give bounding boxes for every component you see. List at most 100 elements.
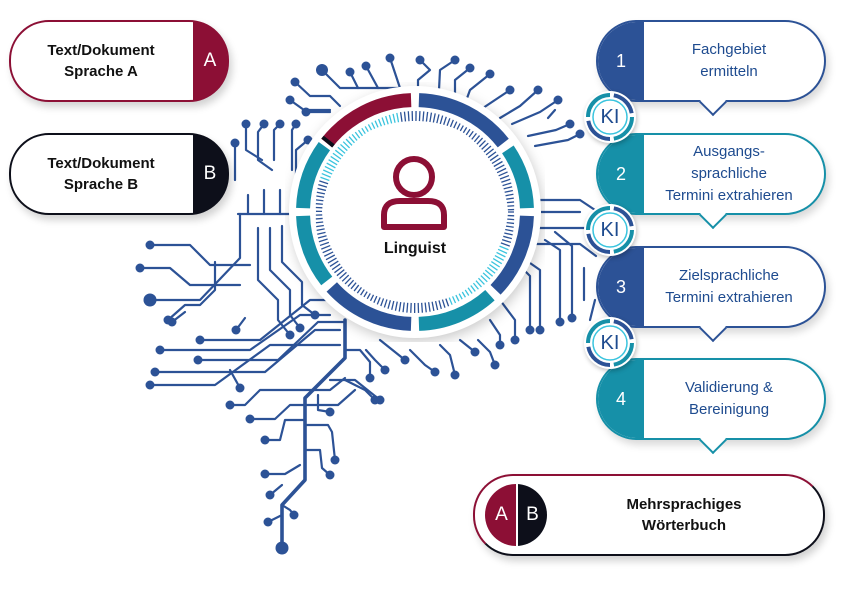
ring-tick: [399, 112, 403, 122]
step-4[interactable]: 4 Validierung &Bereinigung: [596, 358, 826, 440]
ring-segment: [296, 215, 333, 286]
ring-tick: [315, 221, 324, 224]
ring-tick: [403, 111, 407, 122]
ring-tick: [436, 114, 440, 124]
ring-tick: [477, 277, 485, 285]
ring-tick: [432, 113, 436, 123]
ring-tick: [485, 148, 494, 156]
ring-tick: [481, 142, 489, 150]
ring-tick: [497, 248, 508, 254]
ki-ring-segment: [613, 342, 634, 367]
ring-tick: [380, 298, 385, 307]
ring-tick: [443, 116, 447, 125]
ring-tick: [344, 277, 352, 285]
ring-tick: [351, 133, 358, 141]
ring-segment: [296, 142, 331, 209]
ring-tick: [406, 302, 409, 313]
ring-tick: [487, 266, 496, 274]
ring-tick: [373, 295, 378, 303]
ring-tick: [318, 184, 328, 188]
ring-tick: [482, 272, 491, 280]
ki-inner-circle: [592, 99, 628, 135]
ring-tick: [490, 261, 501, 268]
ring-tick: [491, 157, 501, 165]
ring-tick: [391, 300, 395, 310]
ring-tick: [316, 224, 324, 228]
input-document-a[interactable]: Text/Dokument Sprache A A: [9, 20, 229, 102]
ring-tick: [376, 297, 381, 305]
ring-tick: [361, 127, 366, 135]
ring-tick: [480, 275, 488, 283]
step-3-line-2: Termini extrahieren: [665, 289, 793, 306]
ab-badge-b: B: [517, 484, 547, 546]
ring-tick: [364, 126, 369, 132]
ring-tick: [381, 117, 386, 126]
ring-tick: [402, 302, 405, 313]
ki-ring-segment: [586, 93, 611, 118]
ki-ring-segment: [613, 116, 634, 141]
ring-tick: [499, 245, 509, 251]
ring-tick: [394, 301, 398, 311]
ring-tick: [366, 293, 371, 300]
ring-tick: [322, 169, 333, 175]
ring-tick: [487, 151, 497, 159]
ring-tick: [337, 146, 346, 154]
ring-tick: [324, 165, 335, 172]
ring-tick: [339, 271, 347, 280]
ki-badge-1: KI: [584, 91, 636, 143]
ring-tick: [367, 124, 373, 131]
ring-segment: [418, 289, 495, 331]
ring-tick: [493, 160, 503, 168]
ring-tick: [371, 122, 376, 129]
ring-tick: [325, 254, 336, 261]
ring-tick: [342, 141, 351, 149]
user-icon: [381, 156, 447, 230]
ring-tick: [505, 225, 514, 228]
step-2-line-3: Termini extrahieren: [665, 187, 793, 204]
input-b-subtitle: Sprache B: [63, 176, 139, 193]
ring-tick: [330, 155, 340, 163]
ring-tick: [348, 136, 355, 144]
ring-tick: [317, 235, 327, 239]
ring-segment: [326, 282, 412, 331]
ring-tick: [347, 279, 355, 287]
ki-badge-2: KI: [584, 204, 636, 256]
ring-tick: [425, 111, 429, 122]
ring-tick: [360, 289, 365, 296]
ring-tick: [336, 269, 345, 277]
ring-tick: [498, 171, 508, 177]
ring-tick: [316, 191, 326, 195]
ring-tick: [357, 129, 363, 137]
ring-tick: [341, 274, 350, 282]
ring-tick: [492, 258, 503, 265]
ring-tick: [363, 291, 368, 298]
ring-tick: [459, 125, 464, 132]
ring-tick: [407, 111, 410, 122]
linguist-ring: [289, 86, 541, 338]
ki-ring-segment: [613, 93, 634, 114]
ring-tick: [356, 286, 362, 294]
ki-ring-segment: [586, 233, 611, 254]
ring-tick: [329, 260, 339, 267]
ring-segment: [490, 215, 534, 295]
ki-inner-circle: [592, 212, 628, 248]
ring-tick: [507, 218, 515, 221]
step-1-line-2: ermitteln: [700, 63, 758, 80]
ki-ring-segment: [586, 206, 611, 231]
output-dictionary[interactable]: A B Mehrsprachiges Wörterbuch: [473, 474, 825, 556]
ki-ring-segment: [586, 120, 611, 141]
step-4-line-2: Bereinigung: [688, 401, 770, 418]
ring-tick: [431, 301, 435, 312]
ring-tick: [448, 297, 453, 305]
ring-tick: [438, 300, 442, 310]
output-line-1: Mehrsprachiges: [626, 496, 742, 513]
ki-badge-3: KI: [584, 317, 636, 369]
ring-tick: [327, 257, 337, 264]
ring-tick: [353, 284, 360, 292]
ring-tick: [354, 131, 361, 139]
ki-ring-segment: [613, 206, 634, 227]
ring-segment: [418, 93, 509, 148]
input-document-b[interactable]: Text/Dokument Sprache B B: [9, 133, 229, 215]
ring-tick: [506, 201, 515, 204]
ring-tick: [318, 238, 328, 243]
